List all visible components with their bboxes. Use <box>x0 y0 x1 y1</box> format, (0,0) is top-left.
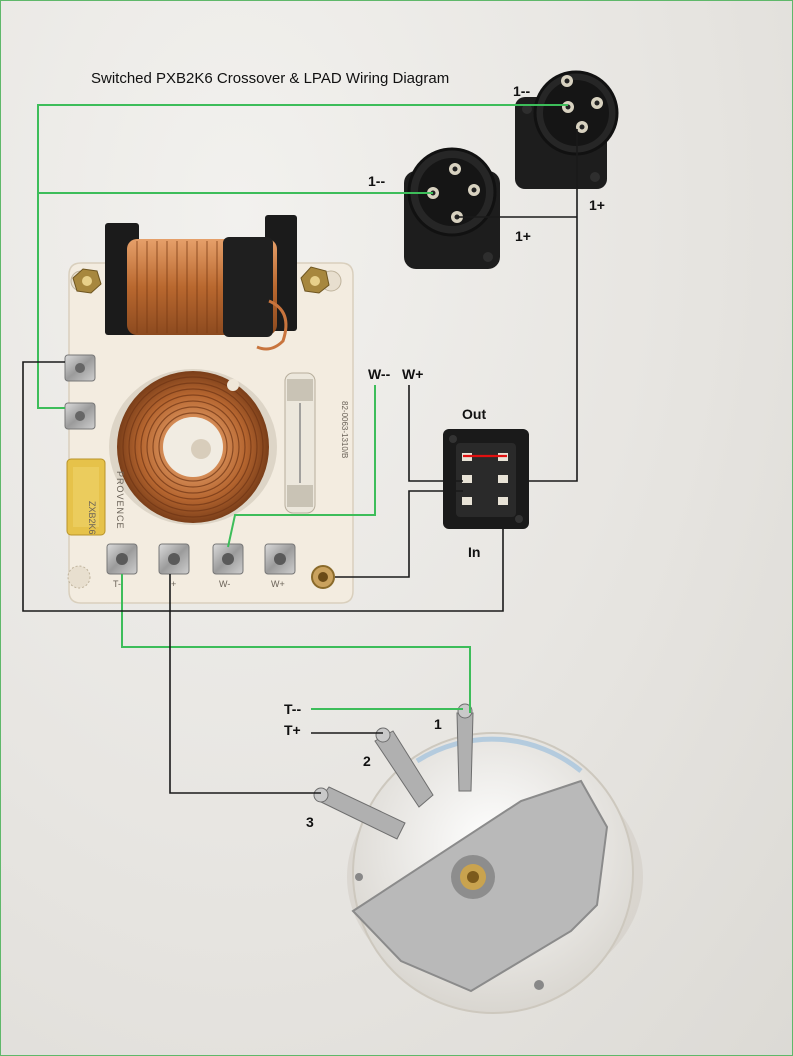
board-label-w-neg: W- <box>219 579 231 589</box>
label-t-neg: T-- <box>284 701 302 717</box>
label-top-jack-1-neg: 1-- <box>513 83 531 99</box>
diagram-title: Switched PXB2K6 Crossover & LPAD Wiring … <box>91 70 450 87</box>
label-switch-out: Out <box>462 406 487 422</box>
label-lpad-lug-1: 1 <box>434 716 442 732</box>
board-brand-text: PROVENCE <box>115 471 125 530</box>
label-lpad-lug-3: 3 <box>306 814 314 830</box>
board-part-number: 82-0063-1310/B <box>340 401 349 459</box>
label-lpad-lug-2: 2 <box>363 753 371 769</box>
capacitor <box>66 458 106 536</box>
board-label-w-pos: W+ <box>271 579 285 589</box>
label-switch-in: In <box>468 544 481 560</box>
lpad-potentiometer <box>313 703 643 1014</box>
label-t-pos: T+ <box>284 722 301 738</box>
input-terminals <box>64 354 96 430</box>
label-top-jack-1-pos: 1+ <box>589 197 605 213</box>
dpdt-switch <box>443 429 529 529</box>
inductor-spool <box>105 215 297 351</box>
fuse <box>284 372 316 514</box>
speakon-jack-middle <box>404 147 500 269</box>
speakon-jack-top <box>515 70 619 189</box>
label-mid-jack-1-pos: 1+ <box>515 228 531 244</box>
label-w-pos: W+ <box>402 366 424 382</box>
air-core-coil <box>109 369 277 525</box>
board-model-text: ZXB2K6 <box>87 501 97 535</box>
label-mid-jack-1-neg: 1-- <box>368 173 386 189</box>
label-w-neg: W-- <box>368 366 391 382</box>
board-label-plus: + <box>171 579 177 589</box>
bottom-terminals <box>106 543 296 575</box>
board-label-t-neg: T- <box>113 579 121 589</box>
wires-black <box>22 129 578 794</box>
